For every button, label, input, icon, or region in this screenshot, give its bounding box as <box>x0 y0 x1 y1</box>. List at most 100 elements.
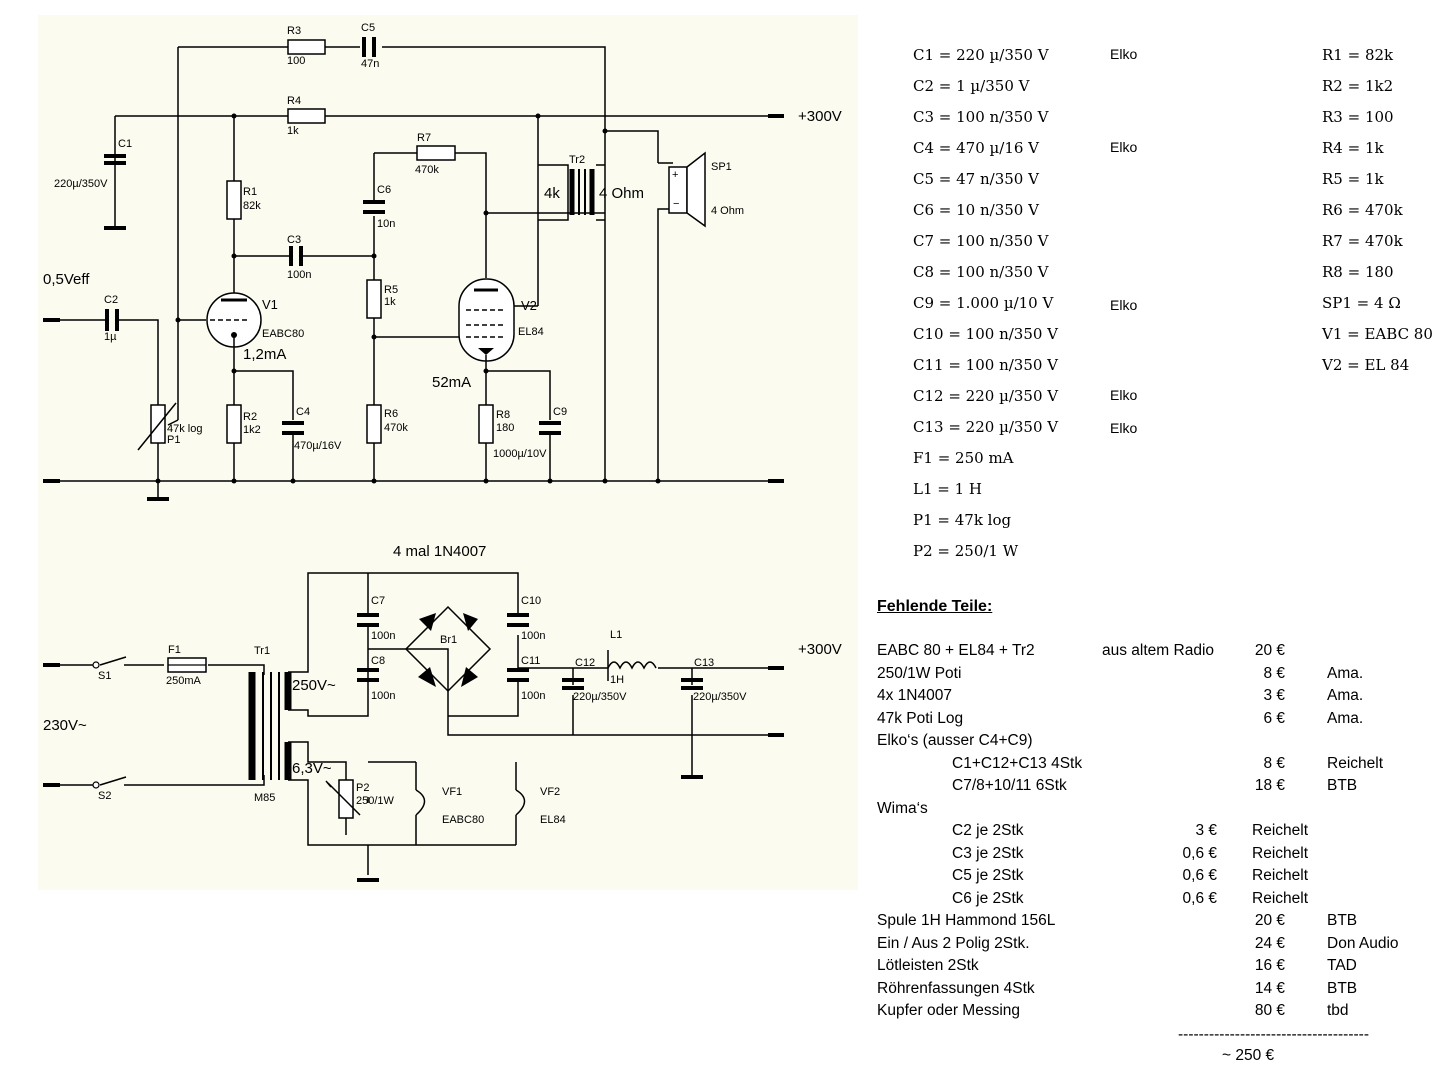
svg-text:−: − <box>673 198 679 210</box>
p1-label: P1 <box>167 434 180 446</box>
tr2-secondary-wire <box>596 164 605 221</box>
c10-label: C10 <box>521 595 541 607</box>
l1-value: 1H <box>610 674 624 686</box>
supply-label-bottom: +300V <box>798 641 842 658</box>
s2-label: S2 <box>98 790 111 802</box>
c2-label: C2 <box>104 294 118 306</box>
c11-value: 100n <box>521 690 545 702</box>
c9-label: C9 <box>553 406 567 418</box>
v2-cathode-wire <box>485 355 551 481</box>
tr2-label: Tr2 <box>569 154 585 166</box>
missing-part-price: 8 € <box>1263 664 1285 682</box>
r2-value: 1k2 <box>243 424 261 436</box>
c10-value: 100n <box>521 630 545 642</box>
r4-resistor <box>287 108 326 124</box>
c5-label: C5 <box>361 22 375 34</box>
feedback-network-wire <box>373 152 605 481</box>
missing-part-name: C2 je 2Stk <box>952 822 1024 839</box>
f1-label: F1 <box>168 644 181 656</box>
tr1-secondary-1: 250V~ <box>292 677 336 694</box>
missing-part-vendor: Reichelt <box>1252 889 1308 907</box>
missing-part-row: Lötleisten 2Stk 16 € TAD <box>877 957 1437 979</box>
parts-list-item: R4 = 1k <box>1322 139 1384 157</box>
f1-value: 250mA <box>166 675 202 687</box>
missing-part-unit-price: 0,6 € <box>1182 844 1217 862</box>
r6-value: 470k <box>384 422 408 434</box>
c2-value: 1µ <box>104 331 117 343</box>
missing-part-name: Elko‘s (ausser C4+C9) <box>877 732 1033 749</box>
parts-list-item: R2 = 1k2 <box>1322 77 1394 95</box>
missing-part-vendor: BTB <box>1327 979 1358 997</box>
r5-resistor <box>366 279 382 319</box>
c3-value: 100n <box>287 269 311 281</box>
mains-label: 230V~ <box>43 717 87 734</box>
parts-list-item: C2 = 1 µ/350 V <box>913 77 1030 95</box>
c8-value: 100n <box>371 690 395 702</box>
vf2-filament <box>515 789 526 816</box>
tr2-primary-wire <box>538 164 569 221</box>
missing-part-name: Wima‘s <box>877 799 928 817</box>
missing-part-price: 6 € <box>1263 709 1285 727</box>
r7-resistor <box>416 145 456 161</box>
missing-part-vendor: BTB <box>1327 777 1358 794</box>
total-divider: ------------------------------------- <box>1178 1026 1369 1043</box>
c4-value: 470µ/16V <box>294 440 342 452</box>
heater-wiring <box>288 741 517 875</box>
missing-part-unit-price: 0,6 € <box>1182 889 1217 907</box>
r6-label: R6 <box>384 408 398 420</box>
circuit-schematic: R3 100 C5 47n R4 1k +300V C1 220µ/350V R… <box>38 15 858 890</box>
v2-current: 52mA <box>432 374 471 391</box>
c7-value: 100n <box>371 630 395 642</box>
supply-rail-top <box>114 115 768 228</box>
c4-label: C4 <box>296 406 310 418</box>
missing-part-name: Lötleisten 2Stk <box>877 957 979 974</box>
elko-note-c1: Elko <box>1110 46 1138 62</box>
elko-note-c13: Elko <box>1110 420 1138 436</box>
bridge-title: 4 mal 1N4007 <box>393 543 486 560</box>
c3-label: C3 <box>287 234 301 246</box>
missing-part-name: C1+C12+C13 4Stk <box>952 754 1083 772</box>
c12-value: 220µ/350V <box>573 691 627 703</box>
c12-label: C12 <box>575 657 595 669</box>
elko-note-c12: Elko <box>1110 387 1138 403</box>
parts-list-item: R1 = 82k <box>1322 46 1394 64</box>
parts-list-item: V1 = EABC 80 <box>1322 325 1433 343</box>
total-cost: ~ 250 € <box>1222 1047 1275 1064</box>
r5-value: 1k <box>384 296 396 308</box>
missing-part-vendor: BTB <box>1327 912 1358 929</box>
parts-list-item: P1 = 47k log <box>913 511 1012 529</box>
parts-list-item: C3 = 100 n/350 V <box>913 108 1049 126</box>
parts-list-item: C12 = 220 µ/350 V <box>913 387 1059 405</box>
missing-part-name: 47k Poti Log <box>877 709 964 727</box>
parts-list-item: R5 = 1k <box>1322 170 1384 188</box>
parts-list-item: C7 = 100 n/350 V <box>913 232 1049 250</box>
sp1-label: SP1 <box>711 161 732 173</box>
c1-label: C1 <box>118 138 132 150</box>
missing-part-price: 20 € <box>1254 912 1285 929</box>
parts-list-item: F1 = 250 mA <box>913 449 1014 467</box>
missing-parts-heading: Fehlende Teile: <box>877 598 993 615</box>
missing-part-price: 16 € <box>1254 957 1285 974</box>
elko-note-c9: Elko <box>1110 297 1138 313</box>
missing-part-price: 18 € <box>1254 777 1285 794</box>
missing-part-name: EABC 80 + EL84 + Tr2 <box>877 642 1035 659</box>
missing-part-vendor: Reichelt <box>1252 844 1308 862</box>
tr2-secondary-label: 4 Ohm <box>599 185 644 202</box>
missing-part-vendor: TAD <box>1327 957 1357 974</box>
r7-value: 470k <box>415 164 439 176</box>
parts-list-item: C13 = 220 µ/350 V <box>913 418 1059 436</box>
v1-label: V1 <box>262 297 278 312</box>
missing-part-name: Kupfer oder Messing <box>877 1002 1021 1019</box>
missing-part-name: Röhrenfassungen 4Stk <box>877 979 1035 997</box>
r1-label: R1 <box>243 186 257 198</box>
tr1-secondary-2: 6,3V~ <box>292 760 332 777</box>
r6-resistor <box>366 404 382 444</box>
p2-label: P2 <box>356 782 369 794</box>
r3-label: R3 <box>287 25 301 37</box>
